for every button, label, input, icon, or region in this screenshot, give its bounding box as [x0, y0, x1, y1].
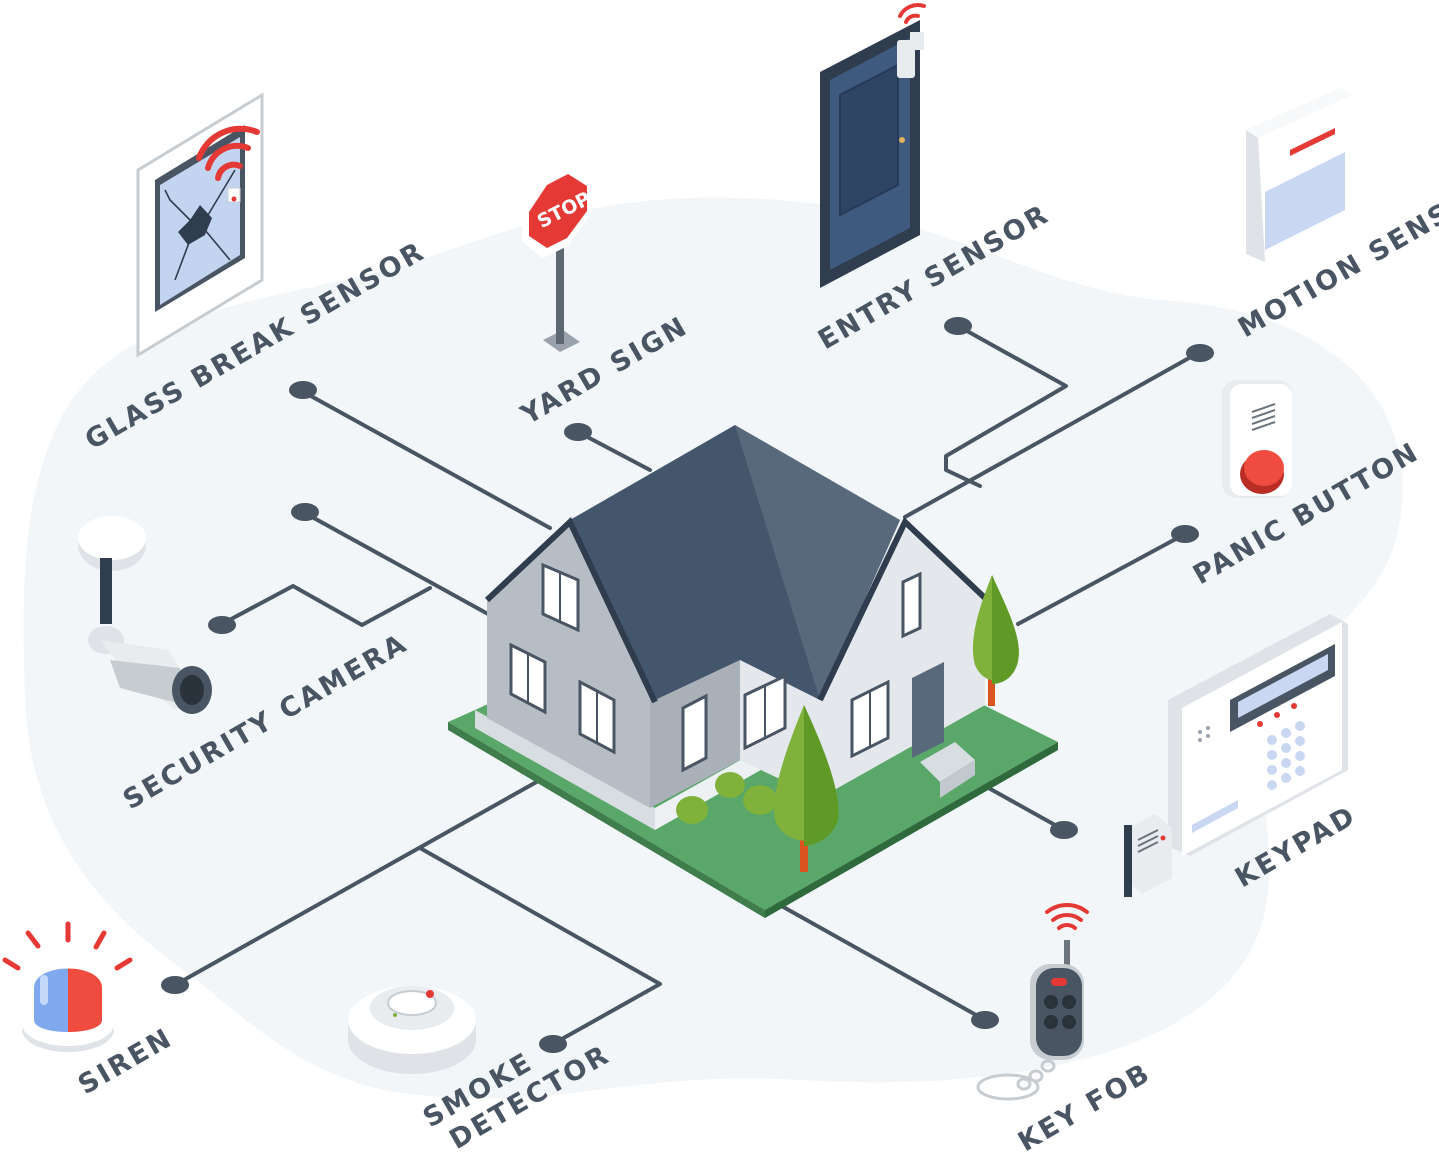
smoke-detector-icon — [348, 986, 476, 1074]
dot-camera-a — [291, 503, 319, 521]
dot-glass-break — [289, 381, 317, 399]
dot-entry-sensor — [944, 317, 972, 335]
door-sensor-icon — [820, 3, 926, 288]
motion-detector-icon — [1246, 88, 1352, 262]
house-icon — [448, 425, 1058, 918]
dot-key-fob — [971, 1011, 999, 1029]
connector-yard-sign — [576, 430, 652, 472]
siren-icon — [2, 921, 133, 1052]
key-fob-icon — [976, 902, 1089, 1101]
dot-yard-sign — [564, 423, 592, 441]
dot-siren — [161, 976, 189, 994]
connector-siren — [173, 778, 542, 987]
panic-button-icon — [1222, 380, 1292, 498]
security-camera-icon — [78, 516, 212, 714]
connection-dots — [161, 317, 1214, 1053]
broken-window-icon — [136, 92, 264, 358]
stop-sign-icon: STOP — [522, 165, 594, 352]
connector-glass-break — [298, 388, 552, 530]
dot-panic-button — [1171, 525, 1199, 543]
dot-camera-b — [208, 616, 236, 634]
dot-smoke-detector — [539, 1035, 567, 1053]
alarm-keypad-icon — [1124, 614, 1348, 897]
connector-smoke-detector — [418, 846, 662, 1046]
connector-keypad — [983, 784, 1066, 832]
dot-motion-sensor — [1186, 344, 1214, 362]
connector-key-fob — [776, 902, 987, 1022]
connector-panic-button — [1016, 532, 1187, 626]
connector-entry-sensor — [944, 324, 1068, 488]
connector-motion-sensor — [903, 351, 1200, 519]
dot-keypad — [1050, 821, 1078, 839]
connection-lines — [173, 324, 1200, 1046]
connector-security-camera-b — [218, 584, 432, 627]
connector-security-camera-a — [301, 510, 490, 616]
